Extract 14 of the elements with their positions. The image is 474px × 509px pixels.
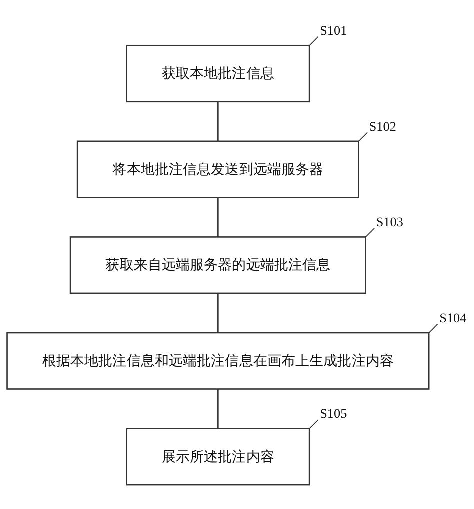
connector-line: [218, 293, 219, 333]
step-number: S104: [440, 310, 467, 326]
connector-line: [218, 389, 219, 429]
step-text: 获取来自远端服务器的远端批注信息: [106, 256, 331, 276]
step-number: S102: [369, 118, 396, 134]
step-text: 根据本地批注信息和远端批注信息在画布上生成批注内容: [42, 351, 394, 372]
step-number: S103: [376, 214, 404, 230]
step-number: S101: [320, 23, 348, 38]
connector-line: [218, 102, 219, 142]
step-text: 展示所述批注内容: [162, 447, 274, 467]
step-number: S105: [320, 406, 348, 422]
step-text: 将本地批注信息发送到远端服务器: [112, 160, 324, 180]
connector-line: [218, 198, 219, 238]
step-text: 获取本地批注信息: [162, 64, 274, 84]
